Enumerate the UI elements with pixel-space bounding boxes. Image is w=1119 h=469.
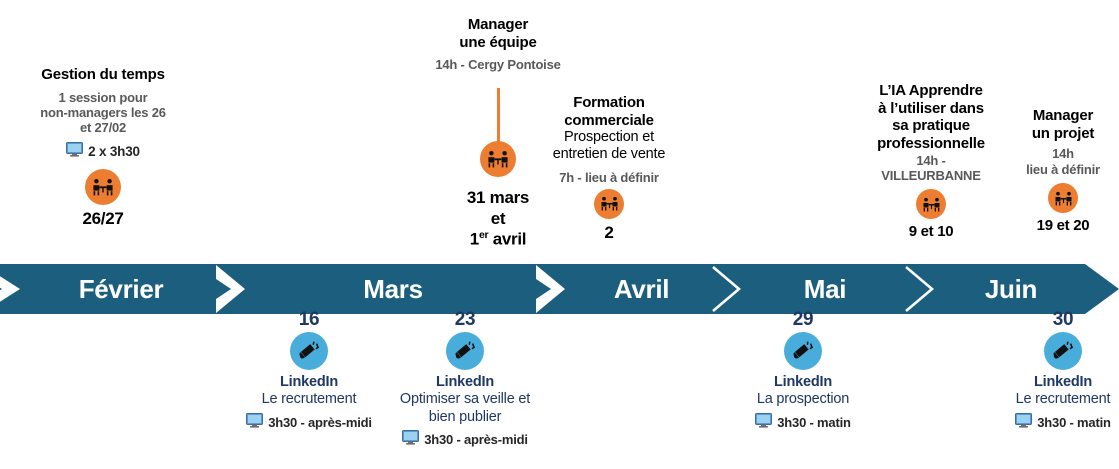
event-marker-wrap [718, 331, 888, 370]
event-subtitle: La prospection [756, 391, 850, 408]
event-title: LinkedIn [1033, 373, 1092, 390]
event-marker-wrap [0, 168, 206, 205]
event-duration: 3h30 - matin [777, 414, 851, 430]
event-card-manager-un-projet[interactable]: Manager un projet 14h lieu à définir 19 … [990, 107, 1119, 235]
event-subtitle: Le recrutement [1015, 391, 1111, 408]
event-date-line: et [490, 208, 506, 228]
meeting-icon[interactable] [916, 189, 946, 220]
event-card-linkedin-29[interactable]: 29 LinkedIn La prospection 3h30 - matin [718, 309, 888, 433]
meeting-icon[interactable] [594, 188, 624, 219]
event-meta: 14h lieu à définir [990, 146, 1119, 177]
event-meta-line: 1 session pour [58, 89, 148, 105]
event-title-line: une équipe [459, 33, 537, 51]
event-date: 9 et 10 [908, 223, 954, 241]
megaphone-icon[interactable] [784, 331, 822, 370]
event-meta: 14h - VILLEURBANNE [858, 153, 1004, 184]
event-connector-line [497, 88, 500, 146]
event-date: 19 et 20 [1036, 217, 1090, 235]
event-duration-row: 3h30 - après-midi [224, 412, 394, 433]
event-title-line: à l’utiliser dans [878, 99, 984, 117]
event-meta-line: VILLEURBANNE [881, 168, 981, 184]
event-title: LinkedIn [435, 373, 494, 390]
event-card-gestion-du-temps[interactable]: Gestion du temps 1 session pour non-mana… [0, 66, 206, 229]
event-title: LinkedIn [279, 373, 338, 390]
event-title: Gestion du temps [41, 66, 165, 83]
ordinal-suffix: er [478, 229, 489, 242]
event-date: 2 [604, 222, 614, 242]
event-meta-line: 14h - [916, 152, 946, 168]
event-date: 29 [792, 309, 814, 330]
monitor-icon [66, 141, 84, 163]
megaphone-icon[interactable] [1044, 331, 1082, 370]
event-subtitle-line: Prospection et [564, 129, 654, 146]
event-duration-row: 2 x 3h30 [0, 141, 206, 163]
event-marker-wrap [990, 183, 1119, 214]
event-duration: 2 x 3h30 [88, 144, 140, 160]
event-title-line: un projet [1031, 124, 1095, 142]
timeline-banner: Février Mars Avril Mai Juin [0, 264, 1119, 314]
event-subtitle: Optimiser sa veille et bien publier [380, 391, 550, 426]
event-duration: 3h30 - après-midi [268, 414, 372, 430]
event-marker-wrap-manager-une-equipe [480, 141, 516, 177]
event-subtitle-line: Optimiser sa veille et [399, 391, 531, 408]
event-card-manager-une-equipe[interactable]: Manager une équipe 14h - Cergy Pontoise [398, 16, 598, 73]
event-marker-wrap [858, 189, 1004, 220]
event-marker-wrap [224, 331, 394, 370]
timeline-banner-shape [0, 264, 1119, 314]
event-title-line: Manager [467, 16, 529, 33]
event-marker-wrap [516, 188, 702, 219]
event-card-formation-commerciale[interactable]: Formation commerciale Prospection et ent… [516, 94, 702, 243]
event-marker-wrap [978, 331, 1119, 370]
event-title-line: Manager [1032, 107, 1094, 124]
meeting-icon[interactable] [480, 141, 516, 177]
event-subtitle: Le recrutement [261, 391, 357, 408]
event-marker-wrap [380, 331, 550, 370]
event-title-line: sa pratique [892, 117, 970, 135]
event-date: 31 mars et 1er avril [425, 188, 571, 251]
monitor-icon [1015, 412, 1033, 433]
event-meta-line: 14h [1052, 146, 1074, 162]
event-title: Manager un projet [990, 107, 1119, 142]
event-card-ia-apprendre[interactable]: L’IA Apprendre à l’utiliser dans sa prat… [858, 82, 1004, 241]
event-duration: 3h30 - après-midi [424, 432, 528, 448]
event-date-manager-une-equipe: 31 mars et 1er avril [425, 188, 571, 251]
event-card-linkedin-30[interactable]: 30 LinkedIn Le recrutement 3h30 - matin [978, 309, 1119, 433]
event-title-line: professionnelle [877, 135, 985, 153]
monitor-icon [246, 412, 264, 433]
event-date: 23 [454, 309, 476, 330]
event-meta-line: non-managers les 26 [40, 105, 166, 121]
megaphone-icon[interactable] [290, 331, 328, 370]
event-subtitle-line: entretien de vente [552, 146, 666, 163]
event-date: 16 [298, 309, 320, 330]
event-meta: 1 session pour non-managers les 26 et 27… [0, 90, 206, 136]
event-title-line: Formation [573, 94, 645, 111]
event-duration-row: 3h30 - matin [718, 412, 888, 433]
event-subtitle: Prospection et entretien de vente [516, 129, 702, 163]
monitor-icon [402, 429, 420, 450]
meeting-icon[interactable] [85, 168, 121, 205]
event-subtitle-line: bien publier [428, 408, 502, 425]
event-title: L’IA Apprendre à l’utiliser dans sa prat… [858, 82, 1004, 153]
event-title: LinkedIn [773, 373, 832, 390]
meeting-icon[interactable] [1048, 183, 1078, 214]
monitor-icon [755, 412, 773, 433]
event-title: Formation commerciale [516, 94, 702, 129]
event-meta: 7h - lieu à définir [559, 169, 659, 185]
event-meta: 14h - Cergy Pontoise [435, 57, 561, 73]
event-date-line: 31 mars [466, 188, 530, 207]
event-duration-row: 3h30 - matin [978, 412, 1119, 433]
megaphone-icon[interactable] [446, 331, 484, 370]
event-title-line: commerciale [564, 111, 654, 129]
event-card-linkedin-23[interactable]: 23 LinkedIn Optimiser sa veille et bien … [380, 309, 550, 450]
event-duration-row: 3h30 - après-midi [380, 429, 550, 450]
event-title-line: L’IA Apprendre [879, 82, 983, 99]
event-date-line: 1er avril [469, 229, 527, 250]
event-duration: 3h30 - matin [1037, 414, 1111, 430]
event-meta-line: et 27/02 [79, 120, 127, 136]
event-card-linkedin-16[interactable]: 16 LinkedIn Le recrutement 3h30 - après-… [224, 309, 394, 433]
event-date: 26/27 [82, 208, 124, 228]
event-date: 30 [1052, 309, 1074, 330]
event-title: Manager une équipe [398, 16, 598, 51]
event-meta-line: lieu à définir [1026, 161, 1100, 177]
